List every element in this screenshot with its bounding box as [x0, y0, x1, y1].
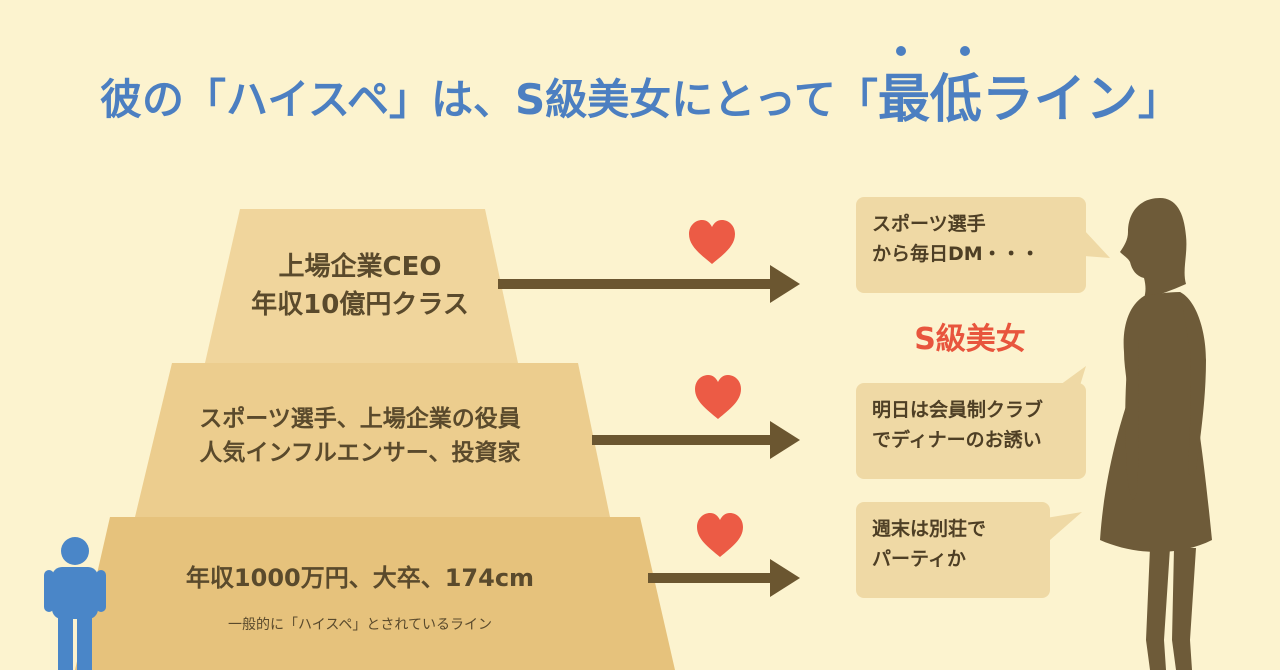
- pyramid-tier-middle-text: スポーツ選手、上場企業の役員 人気インフルエンサー、投資家: [150, 402, 570, 470]
- page-title: 彼の「ハイスペ」は、S級美女にとって 「 最低ライン 」: [0, 46, 1280, 132]
- title-emphasis: 最低ライン: [877, 46, 1138, 132]
- bubble-tail: [1046, 512, 1082, 540]
- pyramid-tier-bottom-subtext: 一般的に「ハイスペ」とされているライン: [228, 617, 492, 633]
- woman-silhouette: [1100, 198, 1212, 670]
- heart-icon: [689, 220, 735, 264]
- tier-line: 上場企業CEO: [278, 252, 442, 282]
- bubble-line: 明日は会員制クラブ: [872, 399, 1044, 421]
- heart-icon: [695, 375, 741, 419]
- bubble-line: スポーツ選手: [872, 213, 986, 235]
- bubble-tail: [1084, 230, 1110, 258]
- emphasis-dot: [895, 46, 906, 56]
- tier-line: 年収10億円クラス: [251, 290, 469, 320]
- bubble-line: から毎日DM・・・: [872, 243, 1040, 265]
- arrow-icon: [592, 421, 800, 459]
- bubble-line: 週末は別荘で: [872, 518, 987, 540]
- pyramid-tier-bottom: [75, 517, 675, 670]
- title-open-bracket: 「: [835, 75, 878, 124]
- title-close-bracket: 」: [1137, 75, 1180, 124]
- arrow-icon: [648, 559, 800, 597]
- tier-line: 年収1000万円、大卒、174cm: [185, 564, 535, 592]
- speech-bubble: スポーツ選手 から毎日DM・・・: [856, 197, 1086, 293]
- arrow-icon: [498, 265, 800, 303]
- woman-label: S級美女: [914, 322, 1026, 357]
- pyramid-tier-top: [205, 209, 518, 363]
- tier-line: スポーツ選手、上場企業の役員: [199, 406, 521, 432]
- pyramid-tier-middle: [135, 363, 610, 517]
- man-figure-icon: [44, 537, 106, 670]
- pyramid-tier-bottom-text: 年収1000万円、大卒、174cm: [110, 560, 610, 596]
- emphasis-dot: [959, 46, 970, 56]
- pyramid-tier-top-text: 上場企業CEO 年収10億円クラス: [230, 248, 490, 324]
- title-main: 彼の「ハイスペ」は、S級美女にとって: [100, 75, 836, 124]
- heart-icon: [697, 513, 743, 557]
- title-emphasis-text: 最低ライン: [877, 70, 1138, 130]
- tier-line: 人気インフルエンサー、投資家: [199, 440, 521, 466]
- speech-bubble: 明日は会員制クラブ でディナーのお誘い: [856, 383, 1086, 479]
- bubble-line: パーティか: [872, 548, 966, 570]
- bubble-line: でディナーのお誘い: [872, 429, 1042, 451]
- speech-bubble: 週末は別荘で パーティか: [856, 502, 1050, 598]
- emphasis-dots: [878, 46, 1138, 58]
